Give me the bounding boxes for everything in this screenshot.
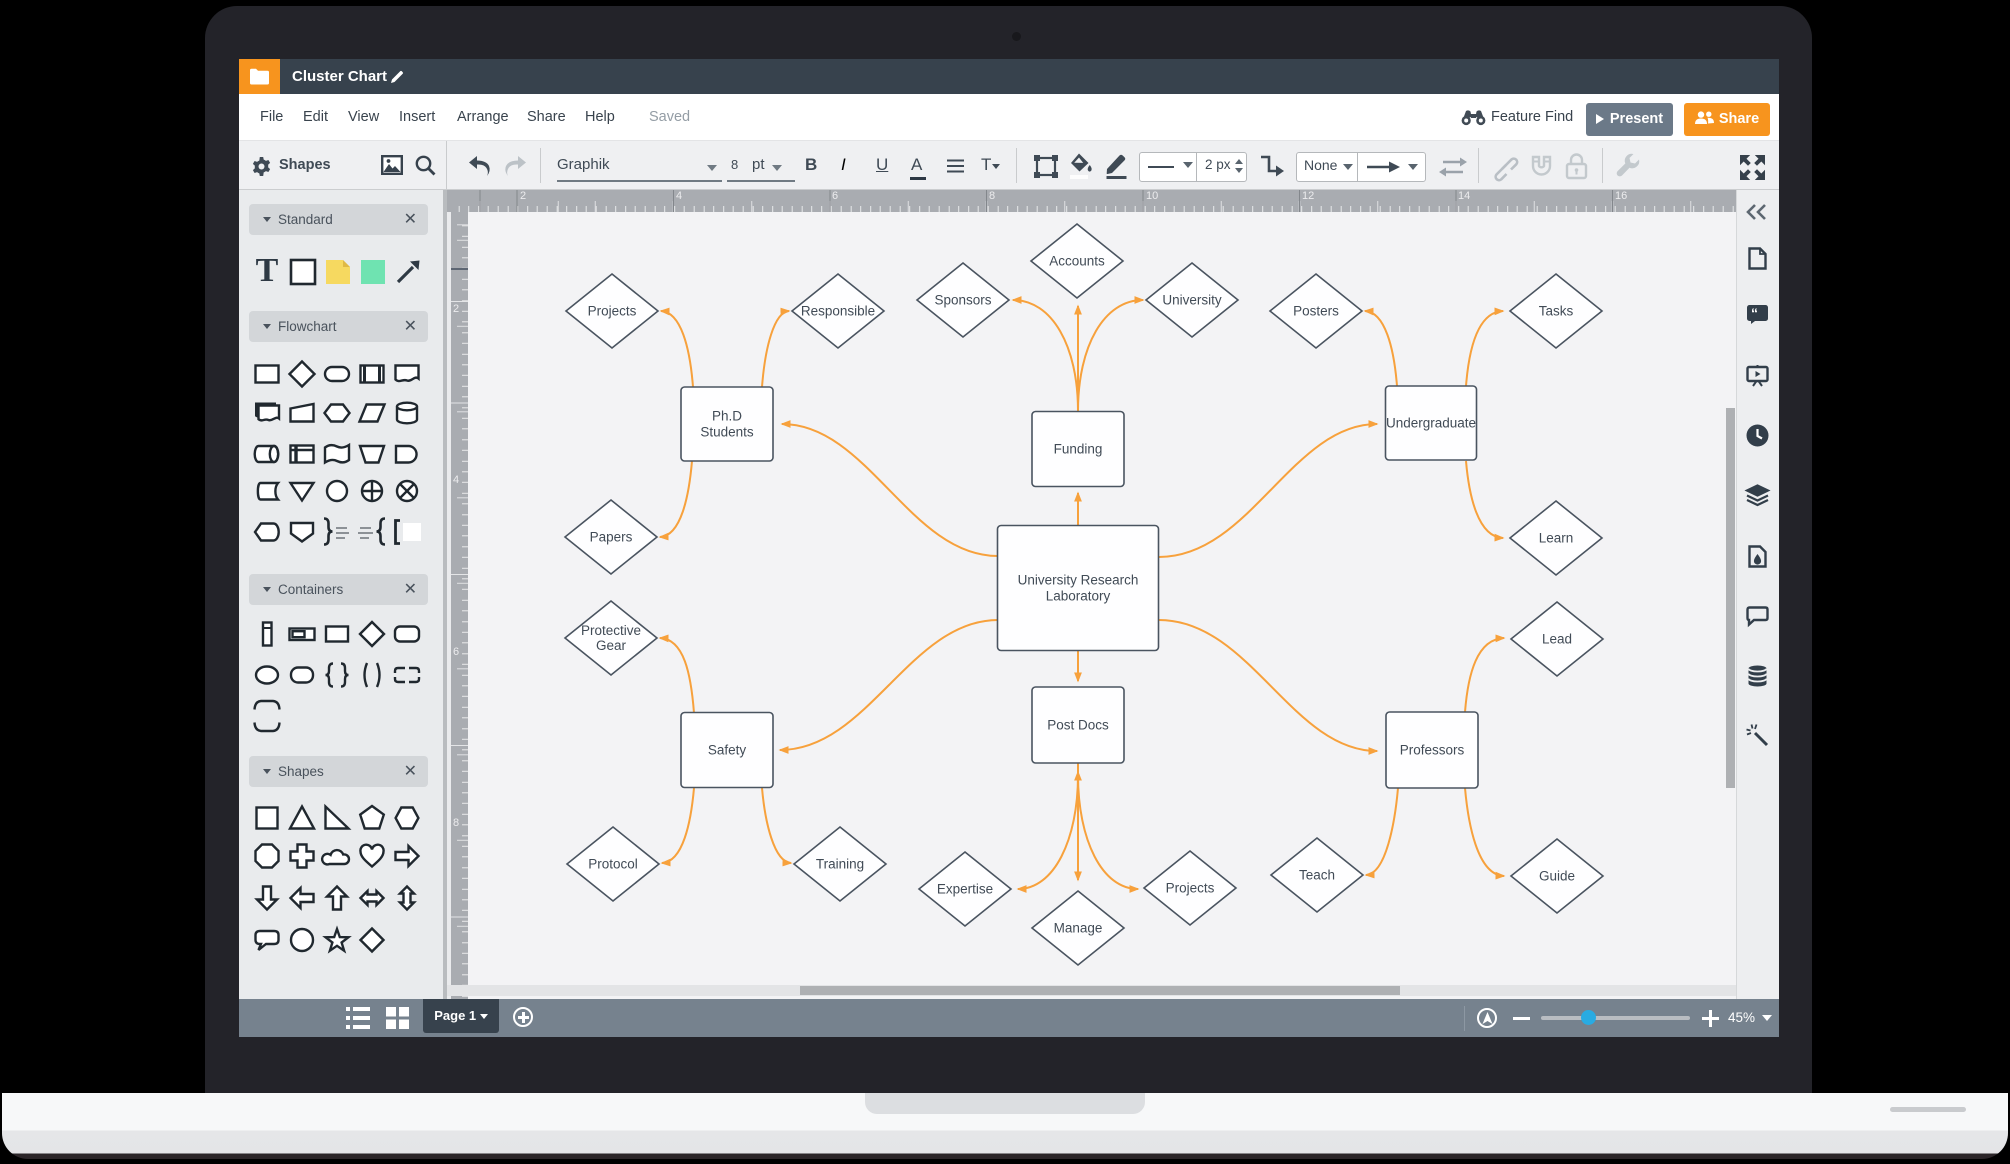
svg-text:Professors: Professors (1400, 743, 1465, 758)
svg-text:Laboratory: Laboratory (1046, 589, 1111, 604)
svg-text:Protocol: Protocol (588, 857, 638, 872)
svg-text:University Research: University Research (1018, 573, 1139, 588)
svg-text:Teach: Teach (1299, 868, 1335, 883)
svg-text:Projects: Projects (588, 304, 637, 319)
svg-text:Protective: Protective (581, 623, 641, 638)
svg-text:Guide: Guide (1539, 869, 1575, 884)
svg-text:Posters: Posters (1293, 304, 1339, 319)
svg-text:Lead: Lead (1542, 632, 1572, 647)
svg-text:Funding: Funding (1054, 442, 1103, 457)
svg-text:Undergraduate: Undergraduate (1386, 416, 1476, 431)
svg-text:Students: Students (700, 425, 754, 440)
svg-text:Accounts: Accounts (1049, 254, 1105, 269)
svg-text:“: “ (1751, 305, 1758, 321)
svg-text:Sponsors: Sponsors (934, 293, 991, 308)
svg-text:Expertise: Expertise (937, 882, 993, 897)
svg-text:Manage: Manage (1054, 921, 1103, 936)
svg-text:Learn: Learn (1539, 531, 1574, 546)
svg-text:Papers: Papers (590, 530, 633, 545)
svg-text:Responsible: Responsible (801, 304, 875, 319)
svg-text:Safety: Safety (708, 743, 747, 758)
svg-text:University: University (1162, 293, 1222, 308)
svg-text:Gear: Gear (596, 638, 627, 653)
svg-text:Training: Training (816, 857, 864, 872)
svg-text:Projects: Projects (1166, 881, 1215, 896)
svg-text:Post Docs: Post Docs (1047, 718, 1109, 733)
svg-text:Ph.D: Ph.D (712, 409, 742, 424)
svg-text:Tasks: Tasks (1539, 304, 1574, 319)
